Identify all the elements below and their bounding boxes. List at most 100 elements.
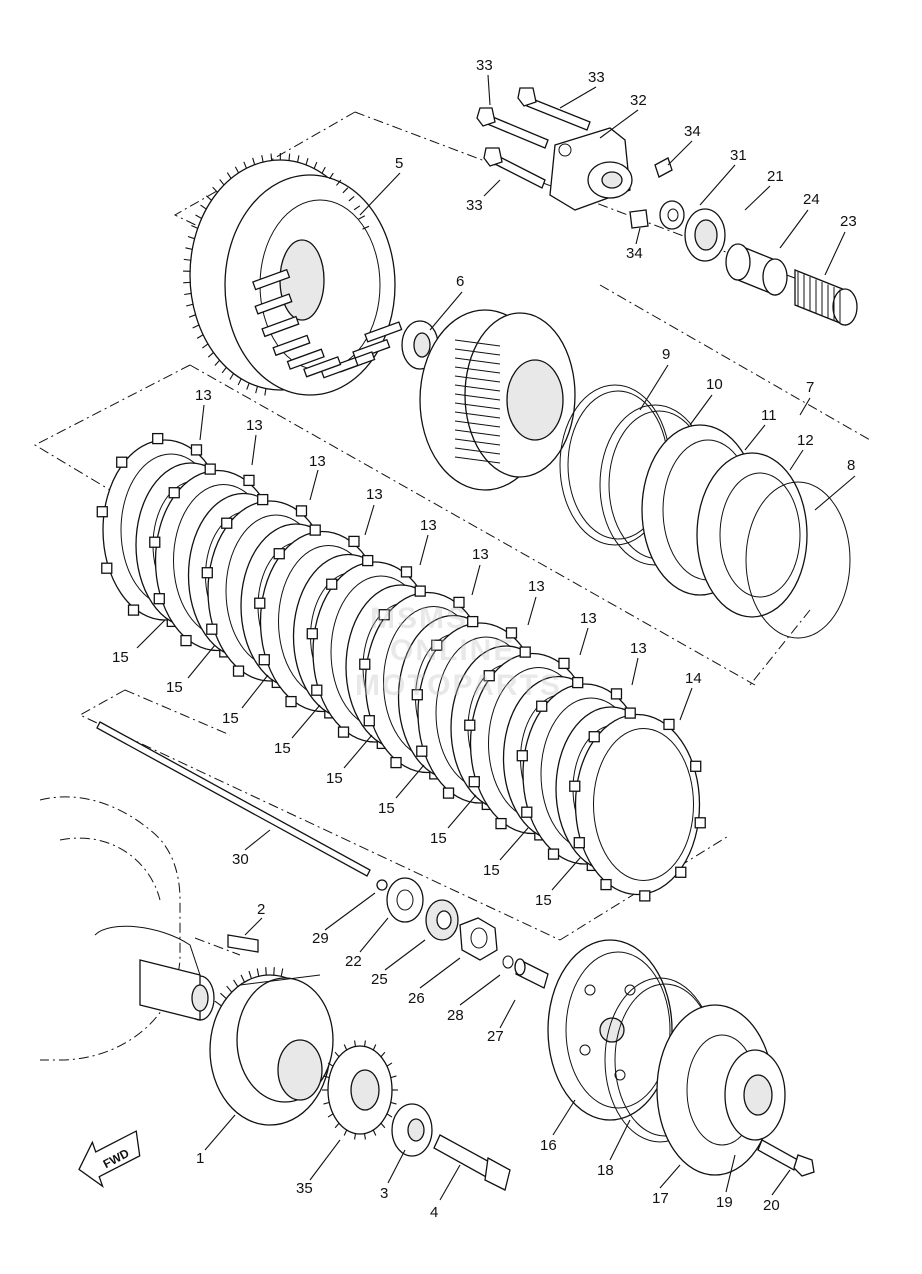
clutch-plate-12 bbox=[696, 452, 808, 618]
boss-spline bbox=[454, 384, 501, 392]
housing-gear-tooth bbox=[192, 324, 200, 329]
friction-tab bbox=[547, 848, 560, 860]
leader-line bbox=[799, 397, 811, 416]
callout-16: 16 bbox=[540, 1137, 557, 1154]
callout-33a: 33 bbox=[476, 57, 493, 74]
boss-spline bbox=[454, 393, 501, 401]
housing-gear-tooth bbox=[305, 158, 309, 166]
friction-tab bbox=[453, 596, 465, 609]
housing-gear-tooth bbox=[270, 153, 273, 161]
callout-32: 32 bbox=[630, 92, 647, 109]
friction-tab bbox=[306, 628, 318, 640]
leader-line bbox=[419, 534, 429, 566]
callout-9: 9 bbox=[662, 346, 670, 363]
callout-27: 27 bbox=[487, 1028, 504, 1045]
housing-gear-tooth bbox=[255, 386, 258, 394]
leader-line bbox=[324, 892, 376, 931]
housing-slot bbox=[286, 348, 325, 370]
leader-line bbox=[244, 829, 271, 851]
housing-gear-tooth bbox=[229, 373, 234, 380]
leader-line bbox=[744, 185, 771, 211]
callout-15e: 15 bbox=[326, 770, 343, 787]
leader-line bbox=[384, 939, 426, 971]
callout-13a: 13 bbox=[195, 387, 212, 404]
leader-line bbox=[552, 1099, 576, 1136]
callout-17: 17 bbox=[652, 1190, 669, 1207]
friction-tab bbox=[694, 817, 706, 829]
friction-tab bbox=[258, 654, 270, 666]
callout-19: 19 bbox=[716, 1194, 733, 1211]
friction-tab bbox=[232, 665, 245, 677]
callout-7: 7 bbox=[806, 379, 814, 396]
boss-spline bbox=[454, 456, 501, 464]
leader-line bbox=[499, 827, 529, 861]
pump-gear-tooth bbox=[364, 1040, 366, 1047]
pump-gear-tooth bbox=[386, 1062, 393, 1067]
group-outlines bbox=[33, 111, 871, 956]
friction-tab bbox=[495, 817, 507, 830]
friction-tab bbox=[190, 444, 203, 456]
primary-driven-gear bbox=[209, 967, 334, 1126]
crankcase-outline bbox=[39, 796, 215, 1061]
callout-15d: 15 bbox=[274, 740, 291, 757]
callout-33b: 33 bbox=[588, 69, 605, 86]
fwd-arrow-icon: FWD bbox=[78, 1130, 141, 1189]
leader-line bbox=[659, 1164, 681, 1189]
woodruff-key bbox=[227, 934, 259, 953]
watermark-line-1: MSMS bbox=[370, 602, 468, 635]
callout-13f: 13 bbox=[472, 546, 489, 563]
friction-tab bbox=[206, 623, 218, 635]
pump-drive-gear bbox=[322, 1040, 398, 1140]
boss-spline bbox=[454, 411, 501, 419]
callout-13c: 13 bbox=[309, 453, 326, 470]
callout-15a: 15 bbox=[112, 649, 129, 666]
callout-10: 10 bbox=[706, 376, 723, 393]
callout-13e: 13 bbox=[420, 517, 437, 534]
leader-line bbox=[187, 644, 216, 679]
friction-tab bbox=[610, 688, 623, 700]
friction-tab bbox=[600, 878, 612, 891]
leader-line bbox=[199, 404, 205, 441]
driven-gear-tooth bbox=[248, 970, 252, 979]
leader-line bbox=[771, 1169, 791, 1196]
needle-bearing bbox=[794, 269, 858, 326]
leader-line bbox=[343, 734, 373, 769]
leader-line bbox=[429, 291, 463, 331]
friction-tab bbox=[285, 695, 297, 708]
leader-line bbox=[471, 564, 481, 596]
dowel-pin-upper bbox=[654, 157, 673, 178]
housing-gear-tooth bbox=[243, 161, 247, 169]
housing-gear-tooth bbox=[336, 179, 342, 186]
dowel-pin-lower bbox=[629, 209, 649, 229]
housing-gear-tooth bbox=[246, 382, 250, 390]
callout-13g: 13 bbox=[528, 578, 545, 595]
housing-slot bbox=[272, 334, 311, 357]
callout-6: 6 bbox=[456, 273, 464, 290]
friction-tab bbox=[337, 726, 350, 738]
cylinder-bolt-2 bbox=[517, 87, 591, 131]
housing-gear-tooth bbox=[221, 366, 227, 374]
pump-gear-tooth bbox=[354, 1133, 356, 1140]
leader-line bbox=[241, 674, 269, 709]
clutch-nut bbox=[459, 917, 498, 961]
callout-28: 28 bbox=[447, 1007, 464, 1024]
leader-line bbox=[631, 657, 639, 686]
friction-tab bbox=[359, 658, 371, 670]
leader-line bbox=[244, 917, 263, 936]
pump-gear-tooth bbox=[372, 1129, 377, 1136]
housing-gear-tooth bbox=[200, 204, 207, 210]
friction-tab bbox=[414, 585, 426, 597]
leader-line bbox=[309, 1139, 341, 1181]
friction-tab bbox=[690, 760, 702, 772]
housing-gear-tooth bbox=[313, 161, 318, 169]
friction-tab bbox=[257, 493, 269, 506]
housing-gear-tooth bbox=[329, 172, 334, 180]
callout-11: 11 bbox=[761, 407, 777, 424]
leader-line bbox=[251, 434, 257, 466]
callout-12: 12 bbox=[797, 432, 814, 449]
housing-slot bbox=[252, 268, 291, 291]
housing-gear-tooth bbox=[252, 157, 256, 165]
housing-gear-tooth bbox=[264, 388, 267, 396]
part-callouts: 1 2 3 4 5 6 7 8 9 10 11 12 13 13 13 13 1… bbox=[112, 57, 857, 1221]
